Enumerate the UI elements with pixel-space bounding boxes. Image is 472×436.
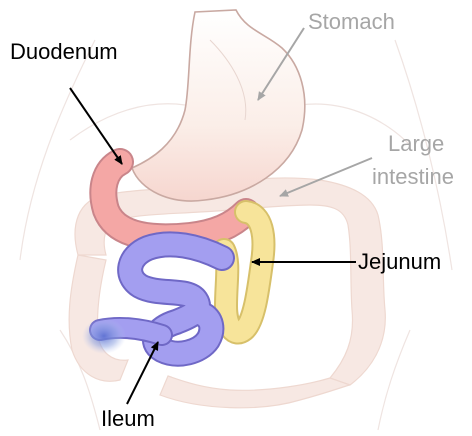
ileum-leader xyxy=(127,342,158,404)
large-intestine-label-line2: intestine xyxy=(372,164,454,190)
large-intestine-label-line1: Large xyxy=(388,131,444,157)
ileum-label: Ileum xyxy=(101,406,155,432)
duodenum-leader xyxy=(70,88,122,164)
jejunum-label: Jejunum xyxy=(358,249,441,275)
duodenum-label: Duodenum xyxy=(10,39,118,65)
stomach-shape xyxy=(132,10,305,201)
stomach-label: Stomach xyxy=(308,9,395,35)
